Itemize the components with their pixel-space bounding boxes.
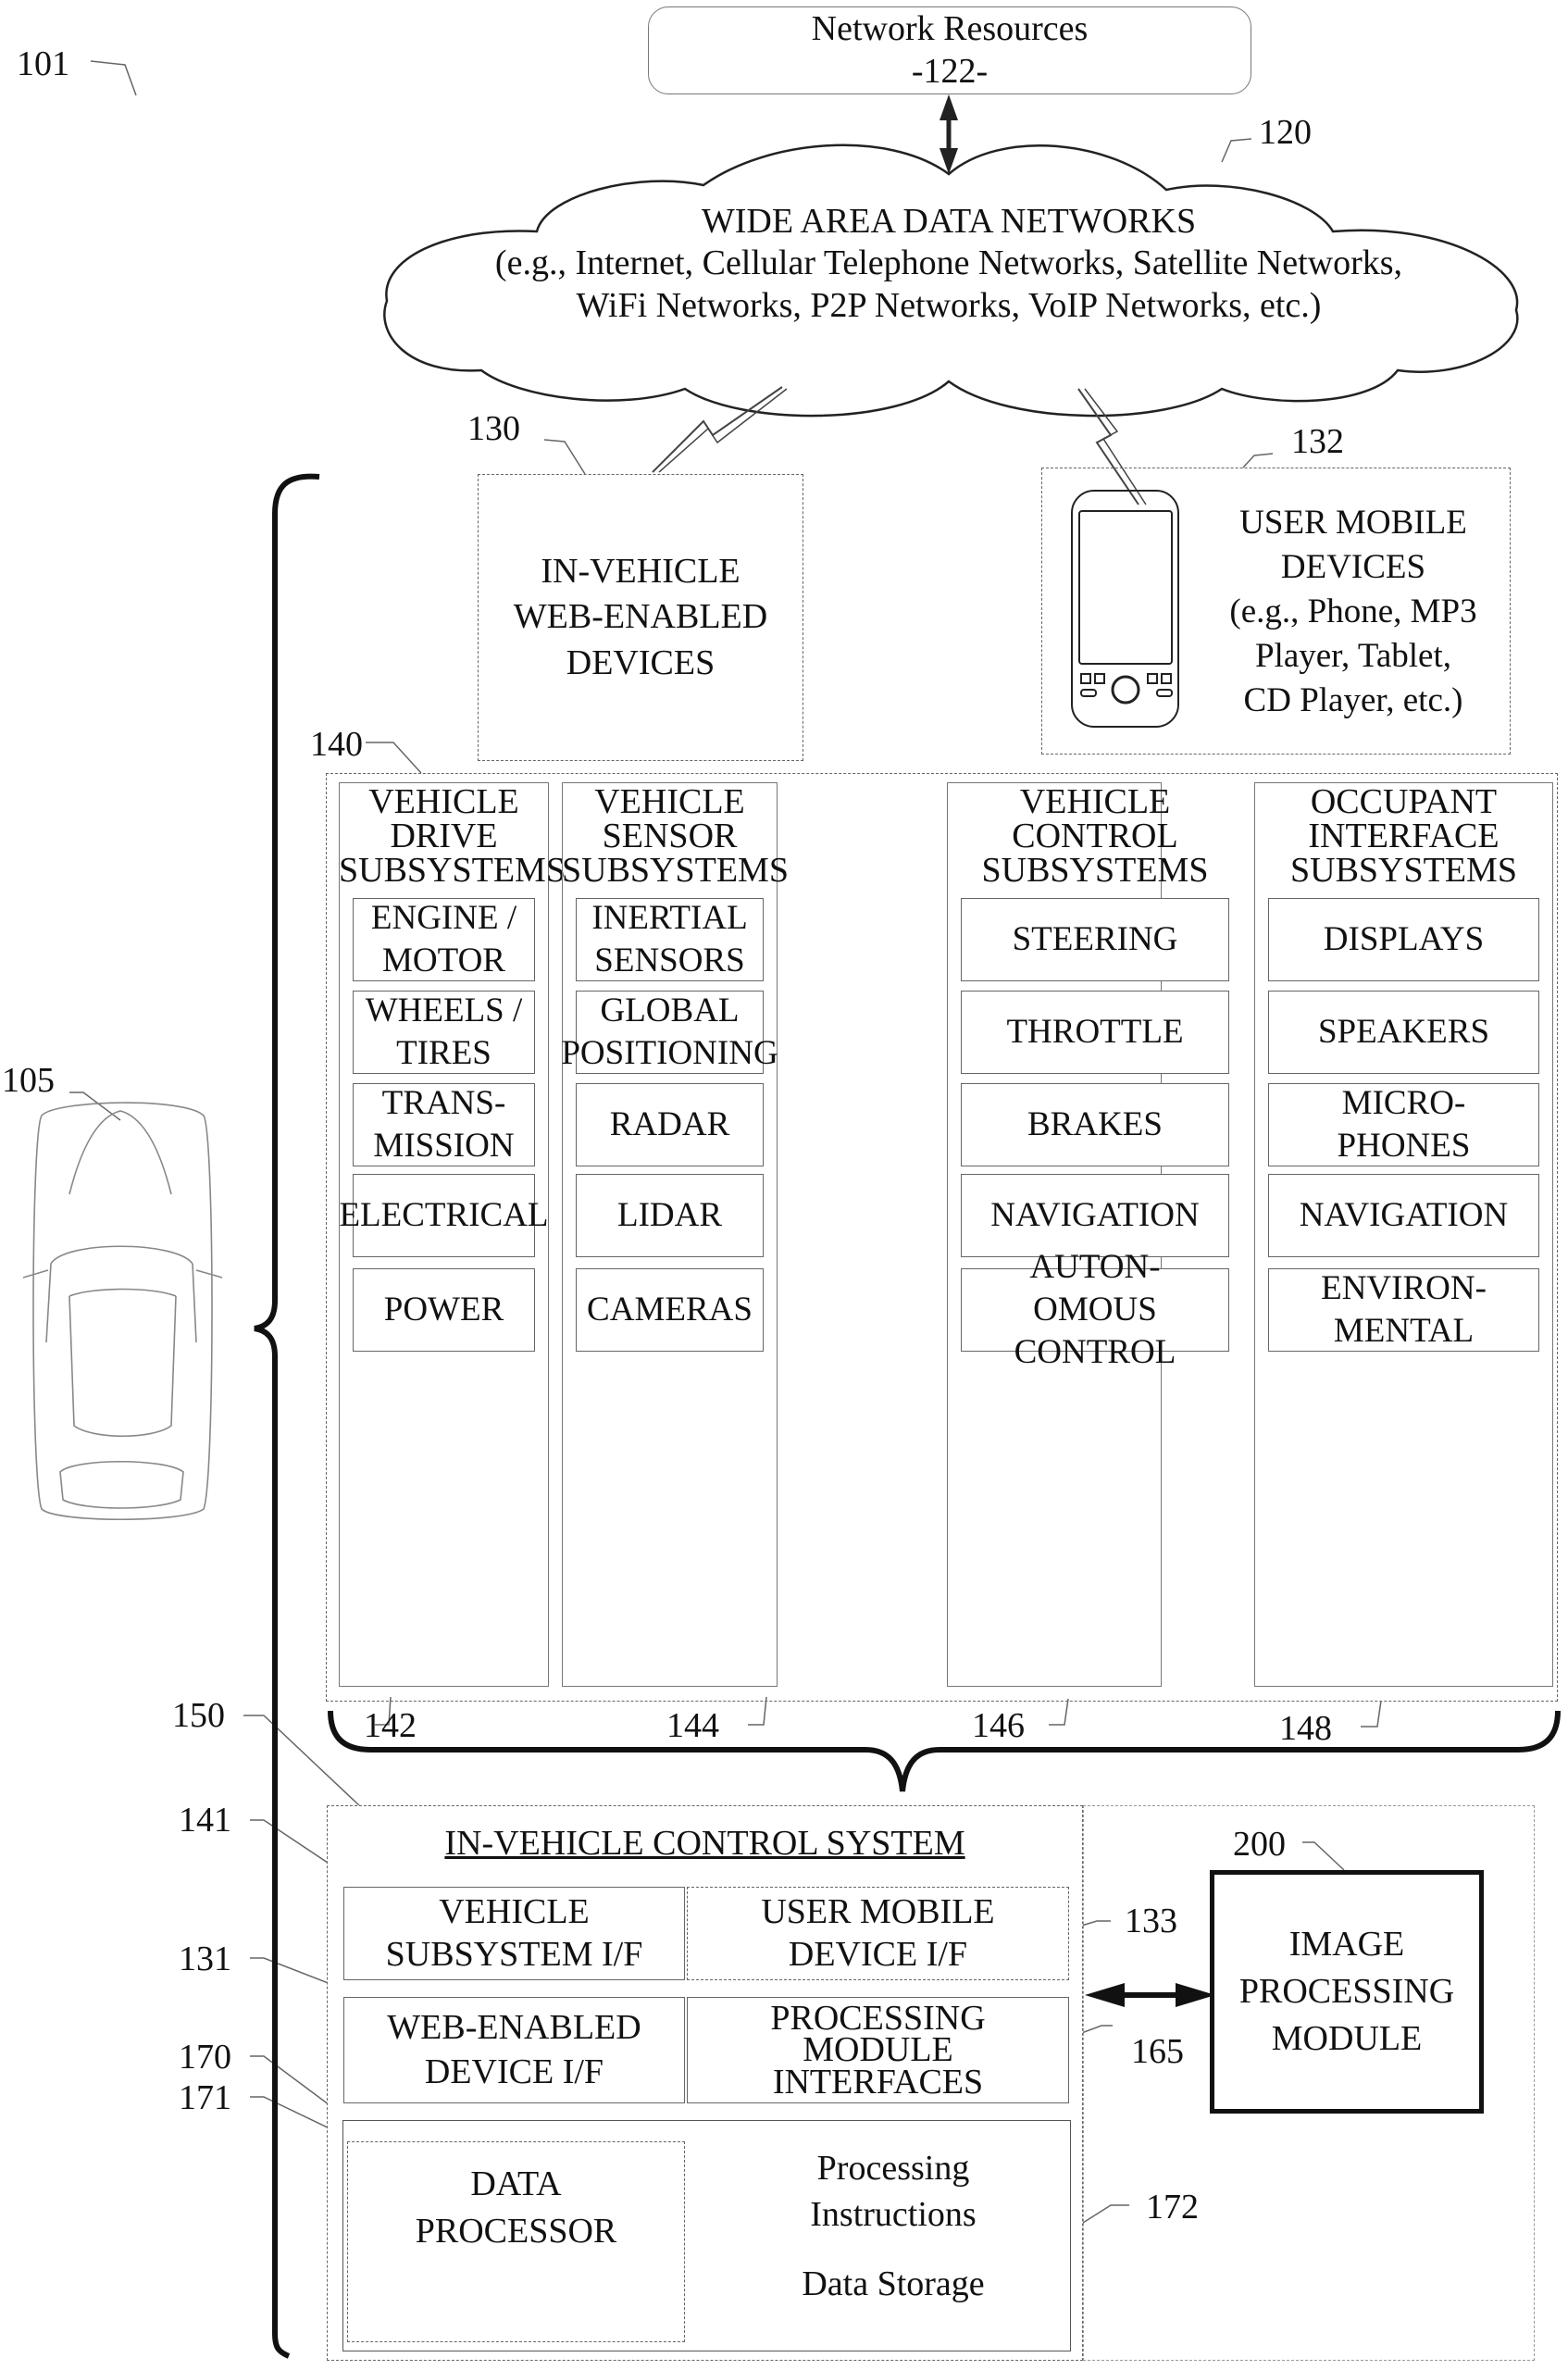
subsystem-header-occupant: OCCUPANT INTERFACE SUBSYSTEMS: [1290, 782, 1517, 891]
subsystem-column-drive: [339, 782, 549, 1687]
vehicle-subsystem-interface: VEHICLE SUBSYSTEM I/F: [343, 1887, 685, 1980]
subsystem-item: RADAR: [576, 1083, 764, 1166]
control-system-ref: 150: [172, 1696, 225, 1735]
user-mobile-devices-label: USER MOBILE DEVICES (e.g., Phone, MP3 Pl…: [1229, 503, 1477, 720]
network-resources-ref: -122-: [911, 51, 989, 91]
vehicle-subsystem-if-ref: 141: [179, 1801, 231, 1840]
compute-ref: 170: [179, 2038, 231, 2077]
subsystem-item: ENGINE / MOTOR: [353, 898, 535, 981]
subsystem-item: THROTTLE: [961, 991, 1229, 1074]
bottom-brace: [328, 1710, 1561, 1792]
subsystem-column-ref: 142: [364, 1706, 417, 1745]
subsystem-item: INERTIAL SENSORS: [576, 898, 764, 981]
subsystem-column-occupant: [1254, 782, 1553, 1687]
storage-processing-label: Processing: [816, 2149, 970, 2188]
subsystem-item: AUTON- OMOUS CONTROL: [961, 1248, 1229, 1371]
subsystem-item: GLOBAL POSITIONING: [561, 991, 778, 1074]
wireless-link-left: [652, 386, 783, 473]
data-processor-box: DATA PROCESSOR: [347, 2141, 685, 2342]
subsystem-item: CAMERAS: [576, 1268, 764, 1352]
subsystems-ref: 140: [310, 725, 363, 764]
user-mobile-devices-box: USER MOBILE DEVICES (e.g., Phone, MP3 Pl…: [1041, 468, 1511, 755]
web-enabled-devices-label: IN-VEHICLE WEB-ENABLED DEVICES: [513, 551, 768, 682]
user-mobile-if-ref: 133: [1125, 1902, 1177, 1940]
subsystem-item: ELECTRICAL: [339, 1174, 549, 1257]
compute-region-box: [342, 2120, 1071, 2351]
web-devices-ref: 130: [467, 409, 520, 448]
subsystem-item: MICRO- PHONES: [1268, 1083, 1539, 1166]
figure-ref: 101: [17, 44, 69, 83]
storage-top-label-wrap: Processing: [729, 2148, 1057, 2190]
wan-ref: 120: [1259, 113, 1312, 152]
subsystem-header-drive: VEHICLE DRIVE SUBSYSTEMS: [339, 782, 566, 891]
wan-examples-line1: (e.g., Internet, Cellular Telephone Netw…: [494, 243, 1403, 283]
web-enabled-devices-box: IN-VEHICLE WEB-ENABLED DEVICES: [478, 474, 803, 761]
network-resources-box: Network Resources -122-: [648, 6, 1251, 94]
data-processor-label: DATA PROCESSOR: [415, 2164, 617, 2252]
image-processing-module-label: IMAGE PROCESSING MODULE: [1238, 1924, 1455, 2059]
storage-ref: 172: [1146, 2188, 1199, 2227]
storage-bottom-label-wrap: Data Storage: [729, 2264, 1057, 2306]
subsystem-header-control: VEHICLE CONTROL SUBSYSTEMS: [981, 782, 1209, 891]
vehicle-ref: 105: [2, 1061, 55, 1100]
wan-cloud: WIDE AREA DATA NETWORKS (e.g., Internet,…: [389, 199, 1509, 329]
storage-data-label: Data Storage: [802, 2264, 985, 2303]
subsystem-column-ref: 146: [972, 1706, 1025, 1745]
processor-ref: 171: [179, 2078, 231, 2117]
subsystem-column-sensor: [562, 782, 778, 1687]
subsystem-item: SPEAKERS: [1268, 991, 1539, 1074]
image-module-ref: 200: [1233, 1825, 1286, 1864]
user-mobile-device-interface: USER MOBILE DEVICE I/F: [687, 1887, 1069, 1980]
storage-instructions-label: Instructions: [810, 2195, 977, 2234]
subsystem-item: TRANS- MISSION: [353, 1083, 535, 1166]
double-arrow-vertical: [940, 94, 958, 174]
subsystem-item: DISPLAYS: [1268, 898, 1539, 981]
processing-module-if-ref: 165: [1131, 2032, 1184, 2071]
subsystem-item: BRAKES: [961, 1083, 1229, 1166]
subsystem-item: WHEELS / TIRES: [353, 991, 535, 1074]
wireless-link-left-b: [658, 388, 788, 473]
web-enabled-device-interface: WEB-ENABLED DEVICE I/F: [343, 1997, 685, 2103]
storage-mid-label-wrap: Instructions: [729, 2194, 1057, 2237]
subsystem-item: STEERING: [961, 898, 1229, 981]
extended-system-boundary: [1083, 1805, 1535, 2361]
vehicle-illustration: [22, 1102, 223, 1521]
wan-examples-line2: WiFi Networks, P2P Networks, VoIP Networ…: [576, 285, 1322, 325]
vehicle-subsystems-box: [326, 773, 1558, 1702]
subsystem-item: NAVIGATION: [1268, 1174, 1539, 1257]
subsystem-item: ENVIRON- MENTAL: [1268, 1268, 1539, 1352]
subsystem-column-ref: 144: [666, 1706, 719, 1745]
subsystem-header-sensor: VEHICLE SENSOR SUBSYSTEMS: [562, 782, 789, 891]
subsystem-column-ref: 148: [1279, 1709, 1332, 1748]
image-processing-module-box: IMAGE PROCESSING MODULE: [1210, 1870, 1484, 2114]
web-enabled-if-ref: 131: [179, 1940, 231, 1978]
subsystem-item: NAVIGATION: [961, 1174, 1229, 1257]
network-resources-title: Network Resources: [811, 8, 1089, 48]
subsystem-item: LIDAR: [576, 1174, 764, 1257]
mobile-devices-ref: 132: [1291, 422, 1344, 461]
control-system-title: IN-VEHICLE CONTROL SYSTEM: [444, 1824, 965, 1863]
subsystem-item: POWER: [353, 1268, 535, 1352]
wan-title: WIDE AREA DATA NETWORKS: [701, 201, 1197, 241]
processing-module-interfaces: PROCESSING MODULE INTERFACES: [687, 1997, 1069, 2103]
